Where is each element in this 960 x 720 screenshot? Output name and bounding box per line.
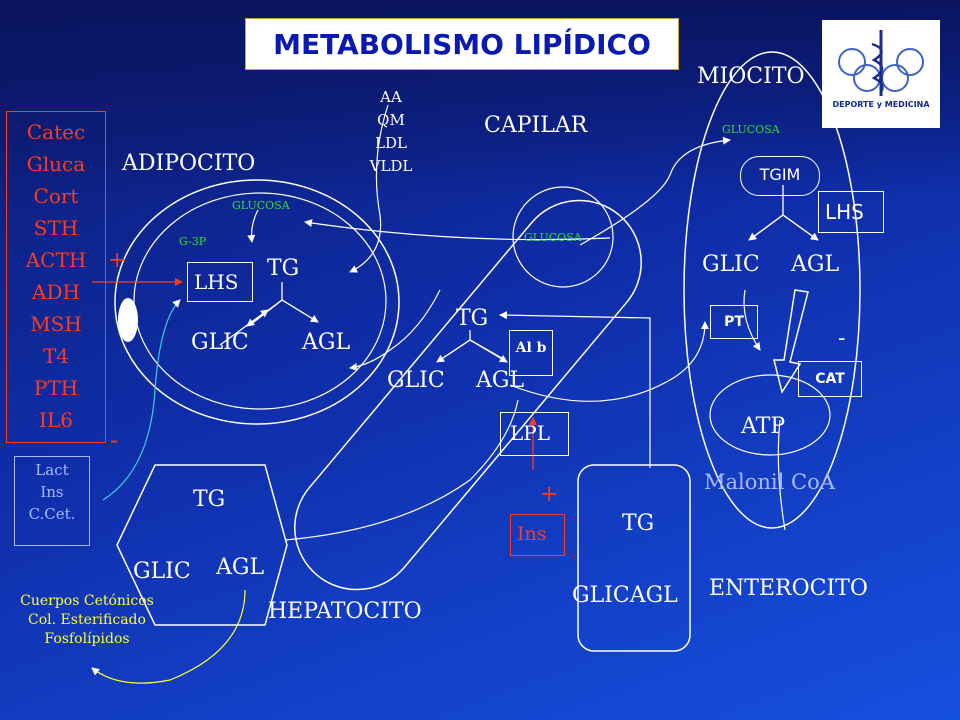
label-enterocito: ENTEROCITO (709, 576, 868, 601)
enterocyte-tg: TG (622, 511, 655, 536)
adipocyte-lhs-label: LHS (194, 270, 239, 294)
myocyte-glic: GLIC (702, 252, 760, 277)
hormone-item: Catec (26, 120, 86, 144)
pt-box: PT (710, 305, 758, 339)
capillary-tg: TG (456, 306, 489, 331)
hepatocyte-tg: TG (193, 487, 226, 512)
adipocyte-outer-membrane (114, 179, 400, 425)
capillary-circle (512, 186, 614, 288)
hormone-item: ACTH (25, 248, 87, 272)
capillary-vessel (294, 199, 642, 591)
enterocyte-glicagl: GLICAGL (572, 583, 678, 608)
adipocyte-glucose: GLUCOSA (232, 199, 290, 212)
hormone-item: T4 (42, 344, 70, 368)
capillary-glic: GLIC (387, 368, 445, 393)
myocyte-glucose: GLUCOSA (722, 123, 780, 136)
adipocyte-nucleus (118, 298, 138, 342)
adipocyte-g3p: G-3P (179, 235, 207, 248)
product-item: Col. Esterificado (28, 612, 146, 628)
hormone-item: Gluca (26, 152, 86, 176)
myocyte-membrane (683, 51, 861, 529)
lipoprotein-item: VLDL (369, 157, 413, 175)
hepatocyte-membrane (116, 464, 288, 626)
deporte-medicina-logo: DEPORTE y MEDICINA (822, 20, 940, 128)
myocyte-lhs-box: LHS (818, 191, 884, 233)
myocyte-agl: AGL (791, 252, 840, 277)
hormone-item: Cort (33, 184, 79, 208)
inhibition-sign: - (110, 426, 119, 454)
hepatocyte-glic: GLIC (133, 559, 191, 584)
label-adipocito: ADIPOCITO (122, 151, 256, 176)
lpl-box: LPL (500, 412, 569, 456)
cat-box: CAT (798, 361, 862, 397)
hormone-item: STH (33, 216, 79, 240)
logo-text: DEPORTE y MEDICINA (832, 100, 930, 109)
adipocyte-lhs-box: LHS (187, 262, 253, 302)
ins-activation-sign: + (540, 482, 559, 507)
lipoprotein-item: AA (380, 88, 402, 106)
hepatocyte-products: Cuerpos Cetónicos Col. Esterificado Fosf… (4, 594, 170, 651)
adipocyte-glic: GLIC (191, 330, 249, 355)
cat-inhibition-sign: - (838, 326, 846, 351)
capillary-glucose: GLUCOSA (524, 231, 582, 244)
albumin-label: Al b (515, 340, 547, 356)
adipocyte-inner-membrane (133, 192, 387, 410)
label-miocito: MIOCITO (697, 64, 805, 89)
hormone-item: IL6 (39, 408, 73, 432)
enterocyte-membrane (577, 464, 691, 652)
mitochondrion (709, 374, 831, 456)
label-hepatocito: HEPATOCITO (268, 599, 422, 624)
cat-label: CAT (815, 371, 845, 387)
hepatocyte-agl: AGL (216, 555, 265, 580)
hormone-item: ADH (32, 280, 80, 304)
inhibitor-item: C.Cet. (28, 505, 76, 523)
product-item: Cuerpos Cetónicos (20, 593, 154, 609)
inhibitor-item: Ins (40, 483, 64, 501)
lipoprotein-list: AA QM LDL VLDL (360, 90, 422, 182)
label-capilar: CAPILAR (484, 113, 588, 138)
ins-label: Ins (517, 523, 547, 545)
albumin-box: Al b (509, 330, 553, 376)
hormones-box: Catec Gluca Cort STH ACTH ADH MSH T4 PTH… (6, 111, 106, 443)
atp-label: ATP (741, 414, 786, 439)
lipoprotein-item: QM (377, 111, 405, 129)
adipocyte-agl: AGL (302, 330, 351, 355)
pt-label: PT (724, 314, 744, 330)
activation-sign: + (108, 248, 127, 273)
page-title: METABOLISMO LIPÍDICO (245, 18, 679, 70)
inhibitor-item: Lact (35, 461, 69, 479)
hormone-item: MSH (30, 312, 82, 336)
lpl-label: LPL (510, 421, 551, 445)
lipoprotein-item: LDL (375, 134, 407, 152)
tgim-pill: TGIM (740, 156, 820, 196)
product-item: Fosfolípidos (44, 631, 130, 647)
inhibitors-box: Lact Ins C.Cet. (14, 456, 90, 546)
ins-box: Ins (510, 514, 565, 556)
hormone-item: PTH (33, 376, 79, 400)
tgim-label: TGIM (759, 165, 801, 184)
adipocyte-tg: TG (267, 256, 300, 281)
malonil-coa-label: Malonil CoA (704, 470, 835, 494)
olympic-rings-icon (838, 30, 924, 96)
myocyte-lhs-label: LHS (825, 200, 864, 224)
